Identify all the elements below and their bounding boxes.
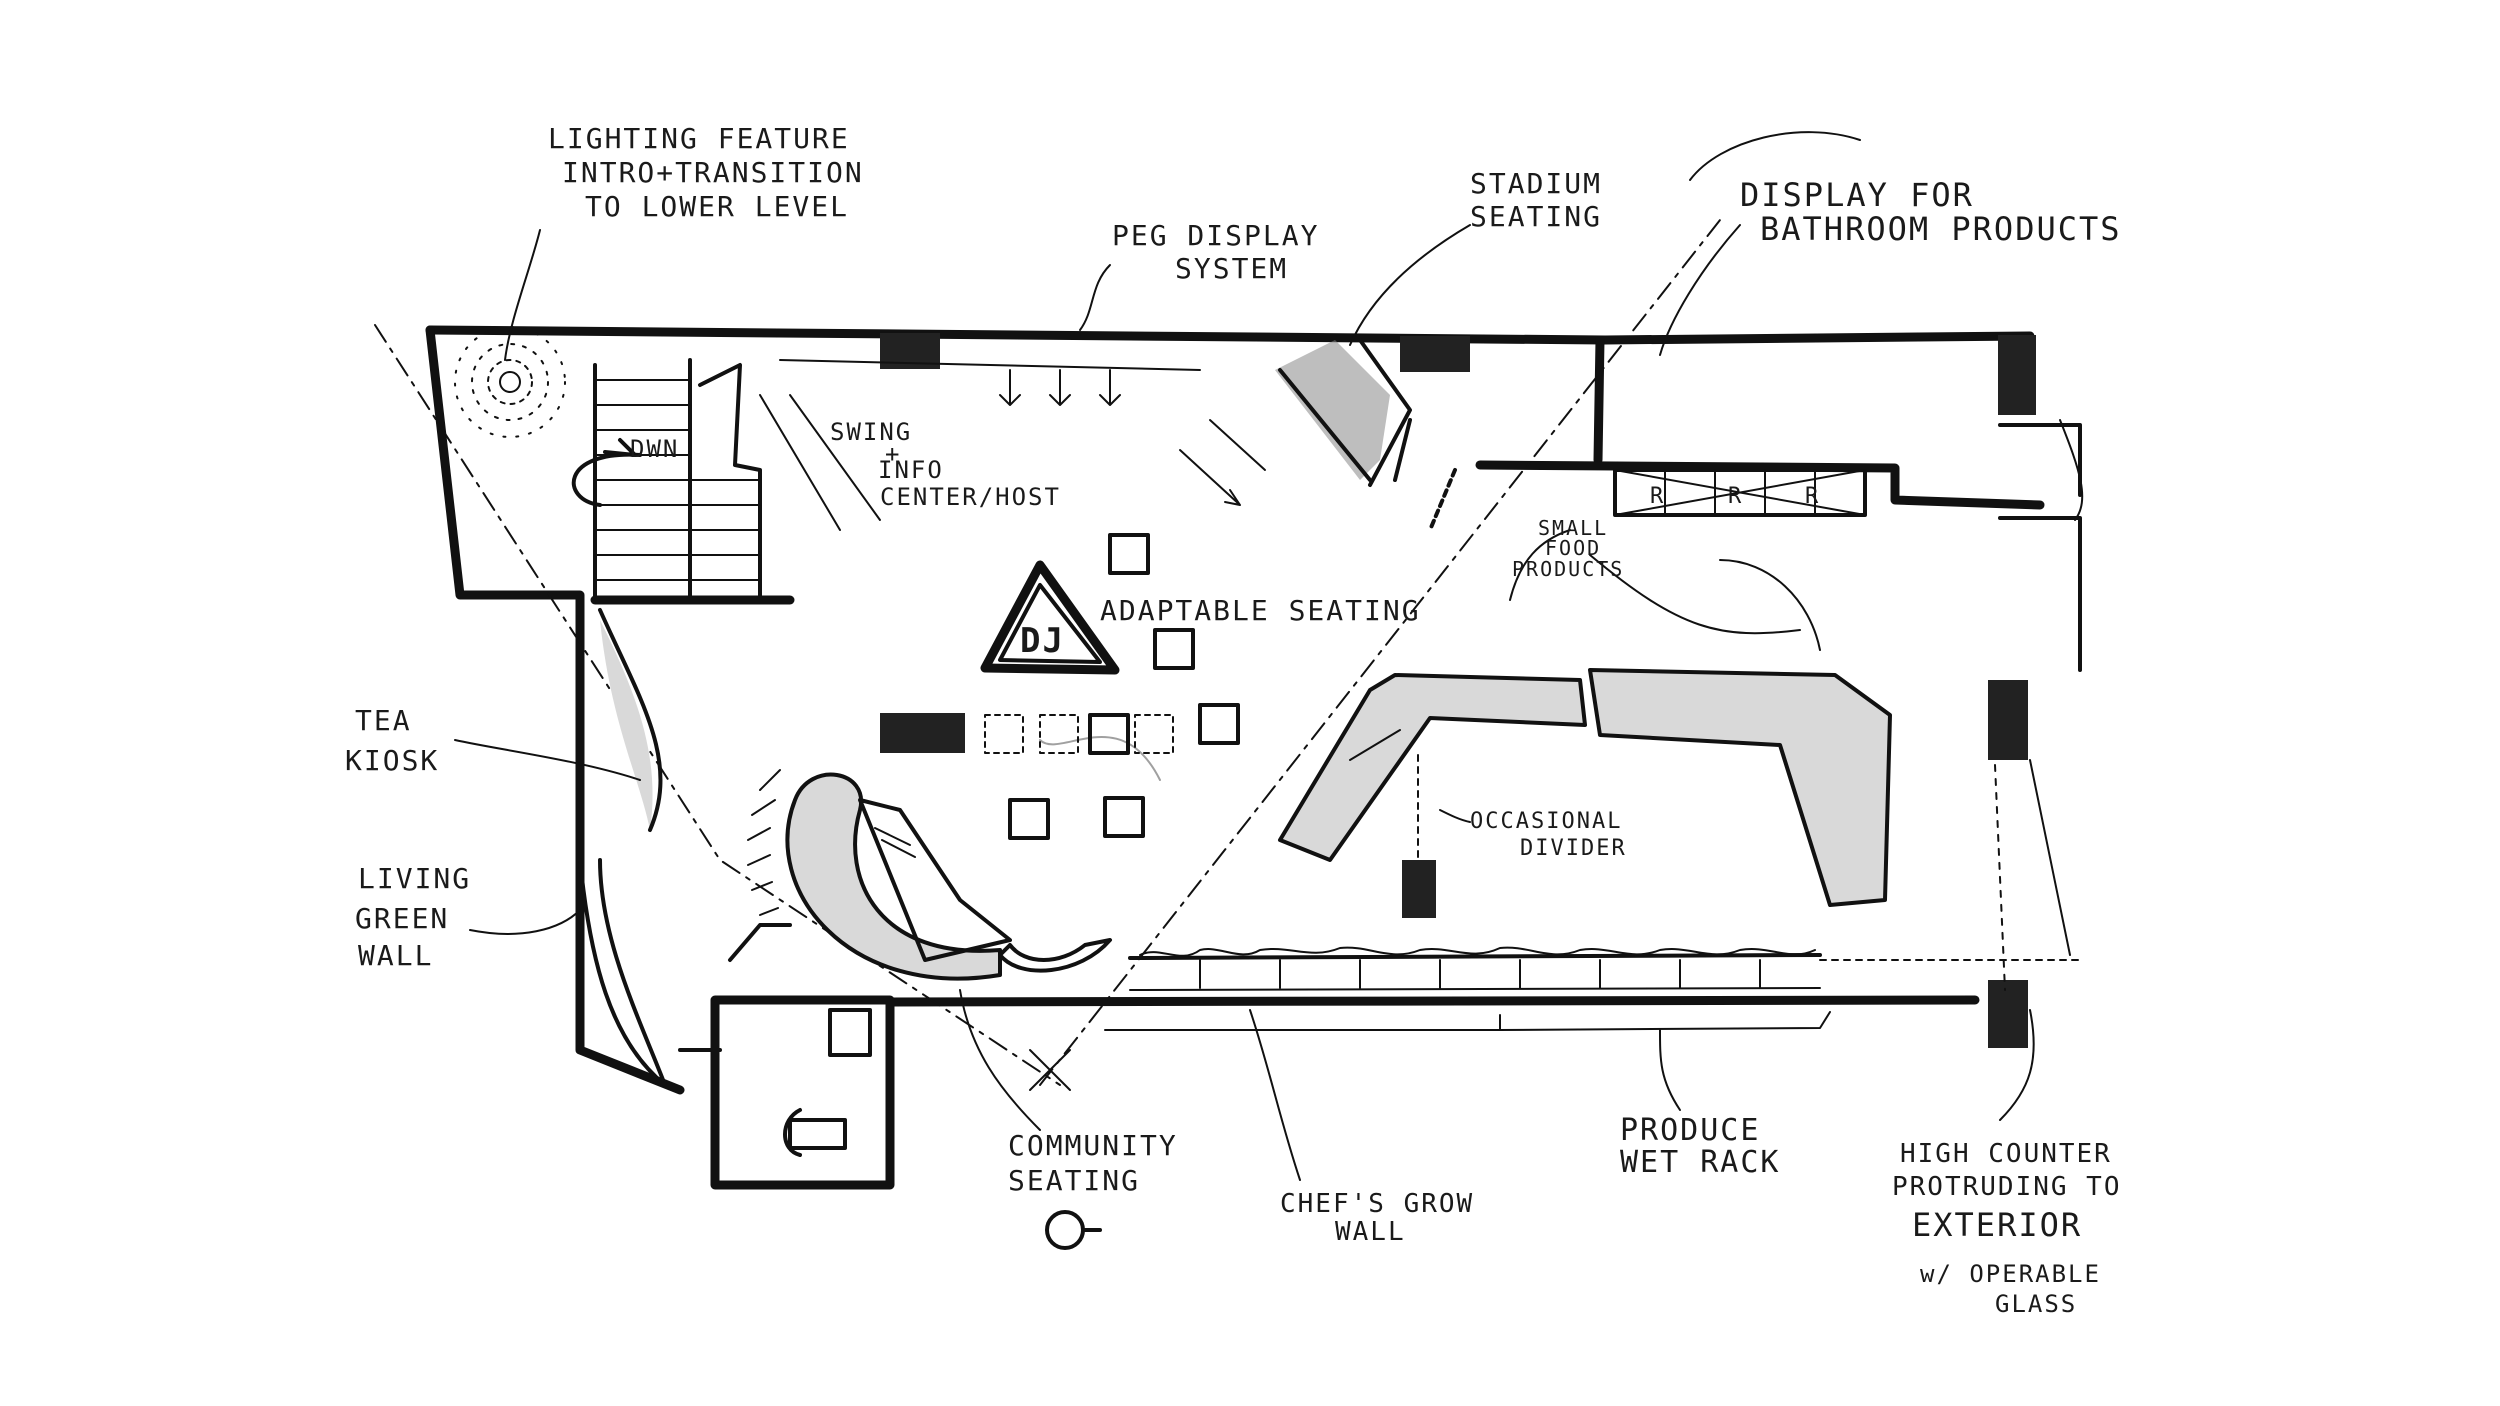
- label-high-5: GLASS: [1995, 1290, 2077, 1318]
- label-living-3: WALL: [358, 939, 433, 972]
- label-small-3: PRODUCTS: [1512, 557, 1624, 581]
- rack-label-r1: R: [1650, 484, 1665, 509]
- label-high-4: w/ OPERABLE: [1920, 1260, 2101, 1288]
- label-divider-1: OCCASIONAL: [1470, 809, 1622, 834]
- label-dwn: DWN: [630, 435, 679, 463]
- axis-lines: [374, 219, 1721, 1091]
- label-divider-2: DIVIDER: [1520, 836, 1627, 861]
- label-chef-1: CHEF'S GROW: [1280, 1189, 1474, 1219]
- label-tea-1: TEA: [355, 704, 412, 737]
- label-stadium-2: SEATING: [1470, 200, 1602, 233]
- structural-columns: [880, 333, 2036, 1048]
- label-high-1: HIGH COUNTER: [1900, 1139, 2112, 1169]
- rack-label-r2: R: [1728, 484, 1743, 509]
- label-small-2: FOOD: [1545, 536, 1601, 560]
- tea-kiosk-living-wall: [578, 608, 667, 1087]
- label-adaptable: ADAPTABLE SEATING: [1100, 594, 1421, 627]
- annotation-labels: LIGHTING FEATURE INTRO+TRANSITION TO LOW…: [345, 122, 2122, 1318]
- dj-label: DJ: [1020, 621, 1065, 661]
- adaptable-seating-cubes: [984, 533, 1240, 840]
- label-swing-4: CENTER/HOST: [880, 483, 1061, 511]
- label-produce-2: WET RACK: [1620, 1145, 1781, 1180]
- label-chef-2: WALL: [1335, 1217, 1406, 1247]
- label-lighting-2: INTRO+TRANSITION: [562, 156, 864, 189]
- label-community-2: SEATING: [1008, 1164, 1140, 1197]
- rack-label-r3: R: [1805, 484, 1820, 509]
- label-swing-1: SWING: [830, 418, 912, 446]
- chefs-grow-wall: [1128, 946, 2081, 991]
- north-arrow-icon: [1045, 1210, 1102, 1250]
- dj-booth: DJ: [980, 560, 1120, 675]
- bathroom-display-rack: R R R: [1428, 468, 1867, 532]
- label-produce-1: PRODUCE: [1620, 1113, 1760, 1148]
- label-community-1: COMMUNITY: [1008, 1129, 1178, 1162]
- label-high-3: EXTERIOR: [1912, 1206, 2082, 1244]
- produce-counter: [1278, 668, 1892, 907]
- label-stadium-1: STADIUM: [1470, 167, 1602, 200]
- label-bath-1: DISPLAY FOR: [1740, 176, 1974, 214]
- wet-rack-dimension: [1104, 1011, 1831, 1031]
- stair-down: DWN: [571, 358, 795, 605]
- label-bath-2: BATHROOM PRODUCTS: [1760, 210, 2122, 248]
- info-center-desk: [759, 359, 1201, 531]
- restroom-block: [710, 923, 895, 1190]
- label-swing-2: +: [885, 440, 901, 468]
- label-lighting-1: LIGHTING FEATURE: [548, 122, 850, 155]
- label-tea-2: KIOSK: [345, 744, 439, 777]
- stadium-seating-block: [1275, 338, 1412, 487]
- label-high-2: PROTRUDING TO: [1892, 1172, 2122, 1202]
- label-swing-3: INFO: [878, 456, 944, 484]
- label-peg-2: SYSTEM: [1175, 252, 1288, 285]
- label-lighting-3: TO LOWER LEVEL: [585, 190, 849, 223]
- peg-display-arrows: [999, 369, 1266, 506]
- label-living-1: LIVING: [358, 862, 471, 895]
- label-peg-1: PEG DISPLAY: [1112, 219, 1319, 252]
- label-small-1: SMALL: [1538, 516, 1608, 540]
- label-living-2: GREEN: [355, 902, 449, 935]
- community-seating: [747, 769, 1112, 981]
- storefront-glazing: [1994, 423, 2082, 991]
- lighting-feature-icon: [454, 326, 566, 438]
- leader-lines: [454, 131, 2084, 1181]
